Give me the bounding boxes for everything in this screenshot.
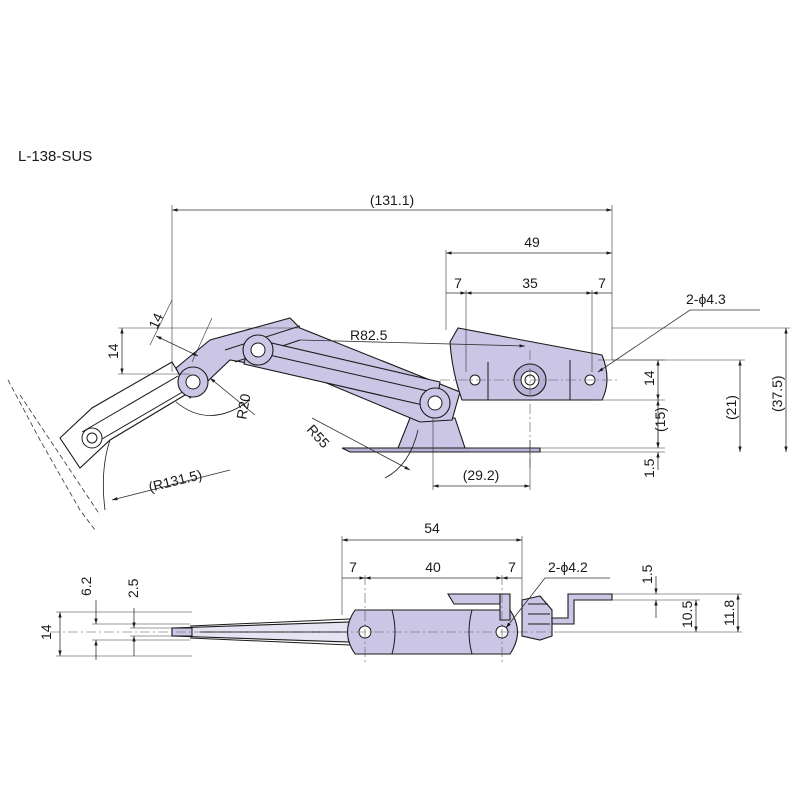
dim-top-hole-spacing: 40 xyxy=(425,559,441,575)
dim-top-hole-offset-left: 7 xyxy=(349,559,357,575)
top-hook xyxy=(521,595,553,641)
dim-radius-131-5: (R131.5) xyxy=(147,466,204,495)
dim-top-height-10-5: 10.5 xyxy=(679,601,695,628)
base-pivot xyxy=(427,395,443,411)
dim-hole-offset-left: 7 xyxy=(454,275,462,291)
hole-spec-top: 2-ϕ4.2 xyxy=(548,559,588,575)
dim-radius-55: R55 xyxy=(304,421,333,451)
top-view: 54 7 40 7 2-ϕ4.2 14 6.2 2.5 1.5 10.5 11.… xyxy=(38,520,742,665)
dim-height-14-left: 14 xyxy=(105,343,121,359)
dim-height-15: (15) xyxy=(652,407,668,432)
dim-overall-width: (131.1) xyxy=(370,192,414,208)
top-keeper-bracket xyxy=(447,593,501,605)
link-pivot xyxy=(250,342,266,358)
dim-hole-spacing: 35 xyxy=(522,275,538,291)
base-bracket xyxy=(397,417,466,449)
dim-top-height-1-5: 1.5 xyxy=(639,564,655,584)
open-handle-outline xyxy=(59,361,191,469)
dim-width-54: 54 xyxy=(424,520,440,536)
hole-spec-side: 2-ϕ4.3 xyxy=(686,291,726,307)
side-view: (131.1) 49 7 35 7 2-ϕ4.3 R82.5 R20 R55 (… xyxy=(7,192,790,531)
dim-base-thickness: 1.5 xyxy=(641,458,657,478)
dim-radius-82-5: R82.5 xyxy=(350,327,388,343)
dim-top-height-14: 14 xyxy=(38,624,54,640)
dim-height-37-5: (37.5) xyxy=(769,375,785,412)
dim-top-height-2-5: 2.5 xyxy=(125,578,141,598)
dim-width-49: 49 xyxy=(524,234,540,250)
top-base-step xyxy=(551,593,613,625)
dim-height-21: (21) xyxy=(723,395,739,420)
dim-top-height-11-8: 11.8 xyxy=(721,600,737,626)
model-number: L-138-SUS xyxy=(18,148,93,165)
dim-top-height-6-2: 6.2 xyxy=(78,576,94,596)
dim-height-14-right: 14 xyxy=(641,370,657,386)
dim-top-hole-offset-right: 7 xyxy=(508,559,516,575)
dim-radius-20: R20 xyxy=(233,392,253,420)
dim-offset-29-2: (29.2) xyxy=(463,467,500,483)
dim-hole-offset-right: 7 xyxy=(598,275,606,291)
top-keeper-body xyxy=(499,593,511,621)
dim-height-14-angled: 14 xyxy=(145,310,166,331)
lever-pivot xyxy=(185,374,201,390)
